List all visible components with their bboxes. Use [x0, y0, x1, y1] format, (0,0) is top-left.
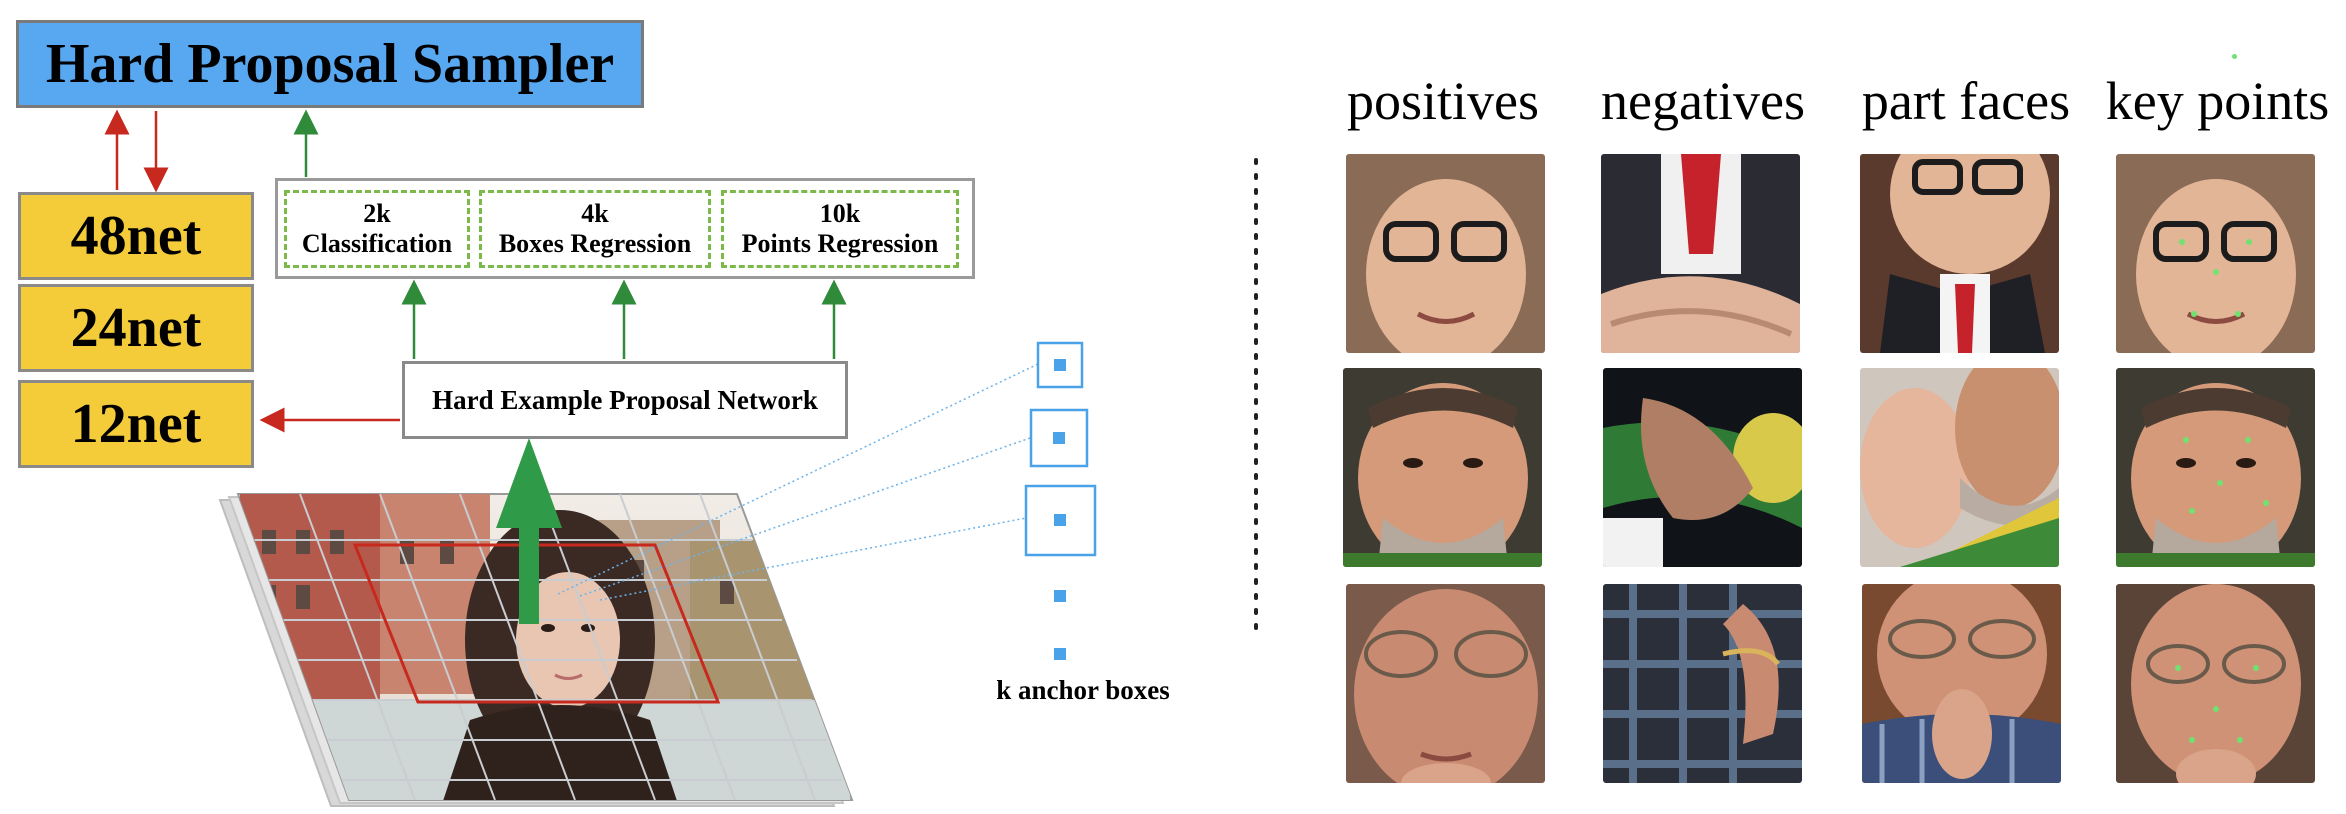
net-12-box: 12net	[18, 380, 254, 468]
anchor-ellipsis-dot	[1054, 590, 1066, 602]
anchor-boxes	[1024, 341, 1097, 660]
negative-sample-3	[1603, 584, 1802, 783]
net-24-box: 24net	[18, 284, 254, 372]
hard-proposal-sampler-box: Hard Proposal Sampler	[16, 20, 644, 108]
anchor-ellipsis-dot	[1054, 648, 1066, 660]
task-boxes-regression-name: Boxes Regression	[498, 229, 692, 258]
input-image-plane	[218, 493, 854, 807]
anchor-box-large	[1024, 484, 1097, 557]
task-classification-count: 2k	[363, 199, 391, 229]
section-divider	[1254, 158, 1258, 632]
hard-example-proposal-network-box: Hard Example Proposal Network	[402, 361, 848, 439]
column-header-positives: positives	[1346, 71, 1539, 131]
stray-keypoint-dot	[2232, 54, 2237, 59]
negative-sample-2	[1603, 368, 1802, 567]
task-classification: 2k Classification	[284, 190, 470, 268]
negative-sample-1	[1601, 154, 1800, 353]
part-face-sample-2	[1860, 368, 2059, 567]
anchor-boxes-label: k anchor boxes	[996, 675, 1170, 705]
big-green-arrow	[496, 438, 562, 624]
diagram-graphics	[104, 109, 1097, 807]
task-classification-name: Classification	[301, 229, 453, 258]
column-header-key-points: key points	[2105, 71, 2330, 131]
positive-sample-1	[1346, 154, 1545, 353]
anchor-box-small	[1036, 341, 1084, 389]
net-12-label: 12net	[70, 393, 202, 455]
positive-sample-2	[1343, 368, 1542, 567]
net-48-label: 48net	[70, 205, 202, 267]
task-points-regression-name: Points Regression	[741, 229, 939, 258]
task-points-regression: 10k Points Regression	[721, 190, 959, 268]
positive-sample-3	[1346, 584, 1545, 783]
column-header-part-faces: part faces	[1861, 71, 2071, 131]
keypoint-sample-3	[2116, 584, 2315, 783]
keypoint-sample-1	[2116, 154, 2315, 353]
task-boxes-regression-count: 4k	[581, 199, 609, 229]
hard-proposal-sampler-label: Hard Proposal Sampler	[45, 33, 615, 95]
anchor-box-medium	[1029, 408, 1089, 468]
keypoint-sample-2	[2116, 368, 2315, 567]
net-48-box: 48net	[18, 192, 254, 280]
hard-example-proposal-network-label: Hard Example Proposal Network	[432, 384, 818, 415]
task-points-regression-count: 10k	[819, 199, 861, 229]
sliding-window-box	[352, 543, 721, 704]
net-24-label: 24net	[70, 297, 202, 359]
anchor-projection-lines	[557, 363, 1039, 601]
multitask-output-box	[275, 178, 975, 279]
task-boxes-regression: 4k Boxes Regression	[479, 190, 711, 268]
column-header-negatives: negatives	[1601, 71, 1805, 131]
part-face-sample-3	[1862, 584, 2061, 783]
part-face-sample-1	[1860, 154, 2059, 353]
